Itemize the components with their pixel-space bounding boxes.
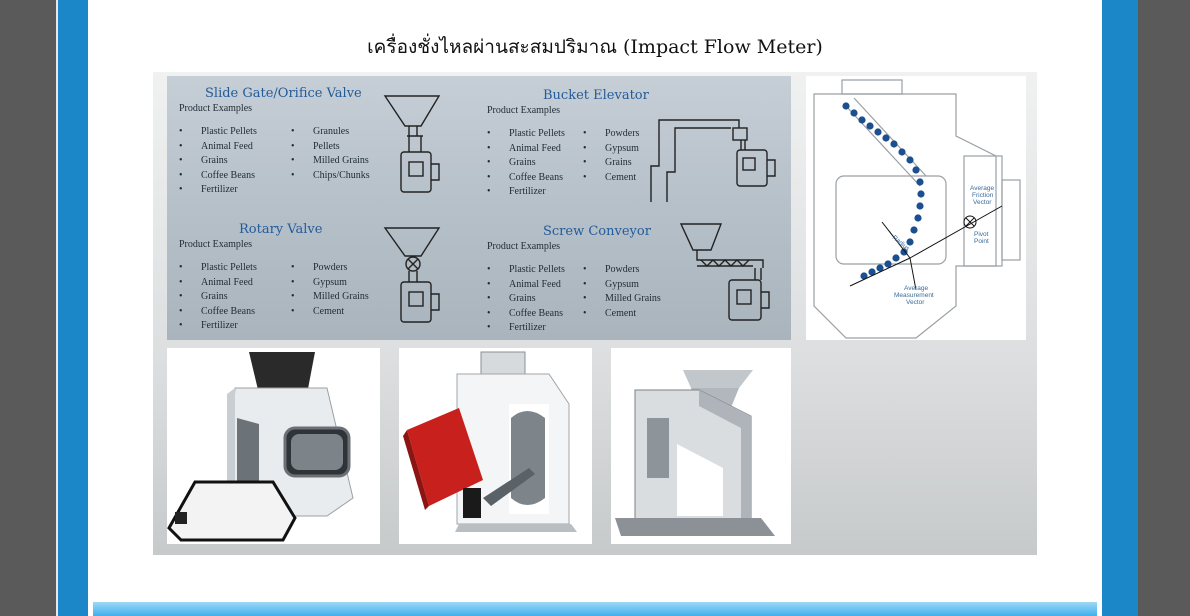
list-item: Grains — [509, 156, 565, 171]
list-item: Milled Grains — [313, 290, 369, 305]
product-list: Plastic Pellets Animal Feed Grains Coffe… — [509, 127, 565, 200]
product-examples-label: Product Examples — [487, 241, 561, 252]
list-item: Fertilizer — [509, 185, 565, 200]
list-item: Cement — [605, 171, 639, 186]
list-item: Milled Grains — [605, 292, 661, 307]
screw-conveyor-icon — [679, 223, 770, 321]
list-item: Grains — [201, 154, 257, 169]
product-list: Plastic Pellets Animal Feed Grains Coffe… — [201, 125, 257, 198]
bucket-elevator-icon — [650, 119, 776, 202]
list-item: Pellets — [313, 140, 370, 155]
list-item: Grains — [201, 290, 257, 305]
product-image-panel: Slide Gate/Orifice Valve Product Example… — [153, 72, 1037, 555]
list-item: Coffee Beans — [201, 169, 257, 184]
slide-gate-icon — [383, 95, 441, 193]
rotary-valve-icon — [383, 227, 441, 323]
product-list: Powders Gypsum Milled Grains Cement — [605, 263, 661, 321]
right-gray-margin — [1138, 0, 1190, 616]
application-chart: Slide Gate/Orifice Valve Product Example… — [167, 76, 791, 340]
page-title: เครื่องชั่งไหลผ่านสะสมปริมาณ (Impact Flo… — [367, 36, 823, 58]
list-item: Gypsum — [313, 276, 369, 291]
list-item: Coffee Beans — [201, 305, 257, 320]
product-list: Plastic Pellets Animal Feed Grains Coffe… — [509, 263, 565, 336]
product-list: Powders Gypsum Grains Cement — [605, 127, 639, 185]
section-heading: Slide Gate/Orifice Valve — [205, 86, 362, 101]
list-item: Grains — [509, 292, 565, 307]
product-list: Powders Gypsum Milled Grains Cement — [313, 261, 369, 319]
particle-stream — [842, 102, 925, 280]
product-photo-1 — [167, 348, 380, 544]
list-item: Gypsum — [605, 142, 639, 157]
section-slide-gate: Slide Gate/Orifice Valve Product Example… — [179, 86, 389, 195]
section-heading: Bucket Elevator — [543, 88, 649, 103]
list-item: Powders — [313, 261, 369, 276]
product-list: Granules Pellets Milled Grains Chips/Chu… — [313, 125, 370, 183]
list-item: Coffee Beans — [509, 171, 565, 186]
product-photo-3 — [611, 348, 791, 544]
left-gray-margin — [0, 0, 56, 616]
list-item: Chips/Chunks — [313, 169, 370, 184]
list-item: Fertilizer — [509, 321, 565, 336]
list-item: Grains — [605, 156, 639, 171]
section-bucket-elevator: Bucket Elevator Product Examples Plastic… — [487, 88, 667, 197]
list-item: Fertilizer — [201, 319, 257, 334]
product-list: Plastic Pellets Animal Feed Grains Coffe… — [201, 261, 257, 334]
product-examples-label: Product Examples — [179, 239, 253, 250]
product-photo-2 — [399, 348, 592, 544]
product-examples-label: Product Examples — [487, 105, 561, 116]
list-item: Animal Feed — [201, 140, 257, 155]
left-frame-line — [56, 0, 58, 616]
list-item: Powders — [605, 127, 639, 142]
list-item: Plastic Pellets — [201, 125, 257, 140]
list-item: Plastic Pellets — [509, 127, 565, 142]
list-item: Milled Grains — [313, 154, 370, 169]
left-blue-frame — [58, 0, 88, 616]
list-item: Granules — [313, 125, 370, 140]
right-blue-frame — [1102, 0, 1138, 616]
product-examples-label: Product Examples — [179, 103, 253, 114]
section-heading: Screw Conveyor — [543, 224, 651, 239]
list-item: Gypsum — [605, 278, 661, 293]
footer-bar — [93, 602, 1097, 616]
list-item: Fertilizer — [201, 183, 257, 198]
section-rotary-valve: Rotary Valve Product Examples Plastic Pe… — [179, 222, 389, 331]
list-item: Cement — [313, 305, 369, 320]
list-item: Animal Feed — [509, 142, 565, 157]
list-item: Cement — [605, 307, 661, 322]
list-item: Coffee Beans — [509, 307, 565, 322]
list-item: Plastic Pellets — [201, 261, 257, 276]
section-screw-conveyor: Screw Conveyor Product Examples Plastic … — [487, 224, 687, 333]
page-content: เครื่องชั่งไหลผ่านสะสมปริมาณ (Impact Flo… — [88, 0, 1102, 616]
list-item: Animal Feed — [509, 278, 565, 293]
list-item: Plastic Pellets — [509, 263, 565, 278]
list-item: Animal Feed — [201, 276, 257, 291]
section-heading: Rotary Valve — [239, 222, 323, 237]
list-item: Powders — [605, 263, 661, 278]
